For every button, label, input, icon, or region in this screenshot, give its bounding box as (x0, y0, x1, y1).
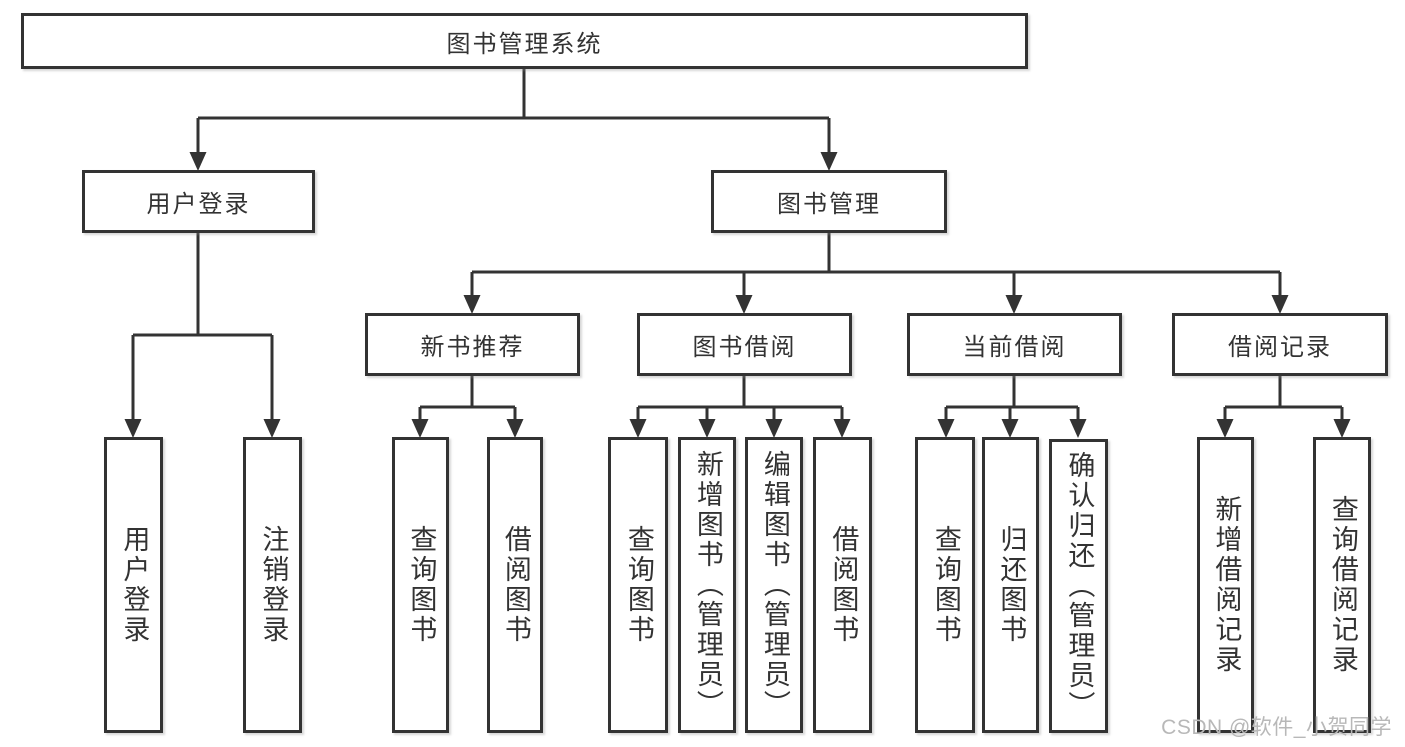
node-current-borrow: 当前借阅 (907, 313, 1122, 376)
leaf-label: 借阅图书 (500, 525, 531, 645)
node-library-management-system: 图书管理系统 (21, 13, 1028, 69)
connector-new-book-recommend-to-children (418, 376, 517, 422)
connector-book-management-to-level2 (470, 233, 1282, 298)
leaf-query-book-borrow: 查询图书 (608, 437, 668, 733)
arrowhead (189, 152, 207, 171)
arrowhead (629, 419, 647, 438)
leaf-label: 查询图书 (406, 525, 437, 645)
node-label: 用户登录 (146, 191, 251, 218)
arrowhead (263, 419, 281, 438)
node-new-book-recommend: 新书推荐 (365, 313, 580, 376)
connector-book-borrow-to-children (636, 376, 844, 422)
node-label: 图书借阅 (692, 334, 797, 361)
arrowhead (1005, 295, 1023, 314)
leaf-query-borrow-record: 查询借阅记录 (1313, 437, 1371, 733)
arrowhead (463, 295, 481, 314)
leaf-label: 确认归还（管理员） (1064, 451, 1095, 721)
arrowhead (698, 419, 716, 438)
arrowhead (1216, 419, 1234, 438)
connector-current-borrow-to-children (944, 376, 1080, 422)
arrowhead (411, 419, 429, 438)
leaf-label: 编辑图书（管理员） (759, 450, 790, 720)
leaf-query-book-current: 查询图书 (915, 437, 975, 733)
arrowhead (1333, 419, 1351, 438)
node-label: 借阅记录 (1228, 334, 1332, 361)
node-label: 新书推荐 (420, 334, 525, 361)
arrowhead (1069, 419, 1087, 438)
leaf-borrow-book-recommend: 借阅图书 (487, 437, 543, 733)
leaf-label: 新增图书（管理员） (692, 450, 723, 720)
leaf-logout-login: 注销登录 (243, 437, 302, 733)
leaf-edit-book-admin: 编辑图书（管理员） (745, 437, 803, 733)
leaf-borrow-book: 借阅图书 (813, 437, 872, 733)
node-label: 图书管理 (777, 191, 881, 218)
leaf-label: 归还图书 (996, 525, 1027, 645)
arrowhead (765, 419, 783, 438)
leaf-label: 查询图书 (930, 525, 961, 645)
arrowhead (1271, 295, 1289, 314)
arrowhead (735, 295, 753, 314)
leaf-confirm-return-admin: 确认归还（管理员） (1049, 439, 1108, 733)
arrowhead (937, 419, 955, 438)
leaf-label: 用户登录 (119, 525, 150, 645)
node-label: 当前借阅 (962, 334, 1067, 361)
arrowhead (820, 152, 838, 171)
node-book-management: 图书管理 (711, 170, 947, 233)
connector-user-login-to-children (131, 233, 274, 422)
leaf-return-book: 归还图书 (982, 437, 1039, 733)
connector-root-to-level1 (196, 69, 831, 155)
node-label: 图书管理系统 (446, 30, 603, 58)
arrowhead (1001, 419, 1019, 438)
watermark: CSDN @软件_小贺同学 (1161, 716, 1392, 739)
leaf-label: 新增借阅记录 (1211, 495, 1242, 675)
leaf-query-book-recommend: 查询图书 (392, 437, 449, 733)
leaf-add-book-admin: 新增图书（管理员） (678, 437, 736, 733)
leaf-add-borrow-record: 新增借阅记录 (1197, 437, 1254, 733)
node-borrow-record: 借阅记录 (1172, 313, 1388, 376)
leaf-label: 注销登录 (258, 525, 289, 645)
leaf-user-login: 用户登录 (104, 437, 163, 733)
connector-borrow-record-to-children (1223, 376, 1344, 422)
node-book-borrow: 图书借阅 (637, 313, 852, 376)
arrowhead (124, 419, 142, 438)
arrowhead (833, 419, 851, 438)
leaf-label: 查询图书 (623, 525, 654, 645)
leaf-label: 查询借阅记录 (1327, 495, 1358, 675)
node-user-login: 用户登录 (82, 170, 315, 233)
arrowhead (506, 419, 524, 438)
leaf-label: 借阅图书 (828, 525, 859, 645)
